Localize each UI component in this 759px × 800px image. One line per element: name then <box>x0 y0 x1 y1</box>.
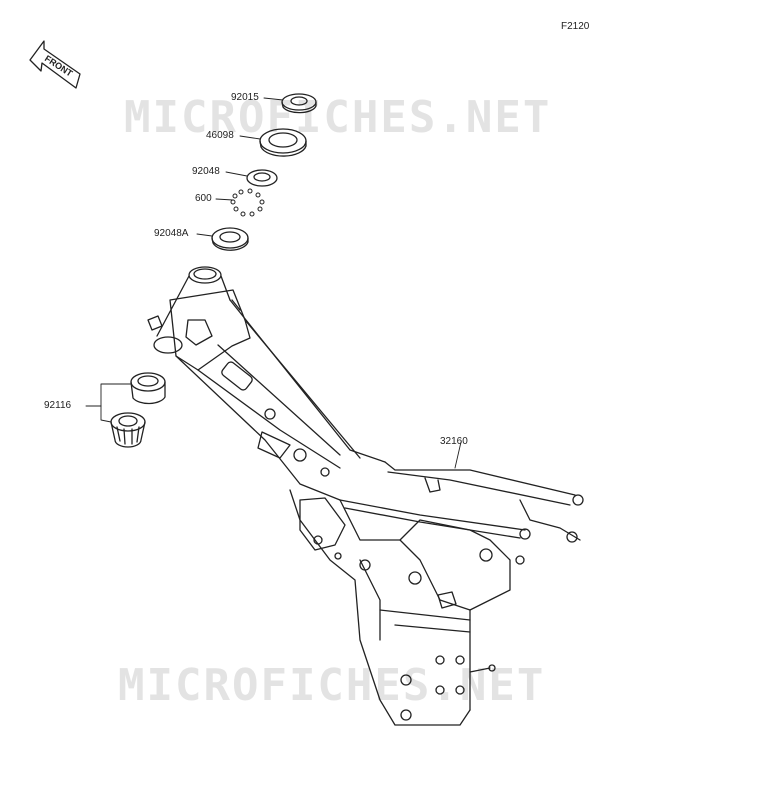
part-92116-race[interactable] <box>130 372 166 405</box>
part-92048A-seal[interactable] <box>211 227 249 251</box>
label-46098: 46098 <box>206 130 234 141</box>
label-92015: 92015 <box>231 92 259 103</box>
label-92116: 92116 <box>44 400 72 411</box>
watermark-bottom: MICROFICHES.NET <box>118 660 546 711</box>
part-92116-bearing[interactable] <box>110 412 146 448</box>
watermark-top: MICROFICHES.NET <box>124 92 552 143</box>
part-46098-cover[interactable] <box>259 128 307 157</box>
part-92015-ring[interactable] <box>281 93 317 114</box>
label-600: 600 <box>195 193 212 204</box>
part-600-balls[interactable] <box>230 188 265 217</box>
figure-code: F2120 <box>561 21 590 32</box>
part-92048-seal[interactable] <box>246 169 278 187</box>
frame-32160[interactable] <box>147 266 584 726</box>
leader-lines <box>85 97 462 469</box>
front-arrow-icon: FRONT <box>29 40 81 89</box>
label-92048A: 92048A <box>154 228 189 239</box>
label-92048: 92048 <box>192 166 220 177</box>
label-32160: 32160 <box>440 436 468 447</box>
